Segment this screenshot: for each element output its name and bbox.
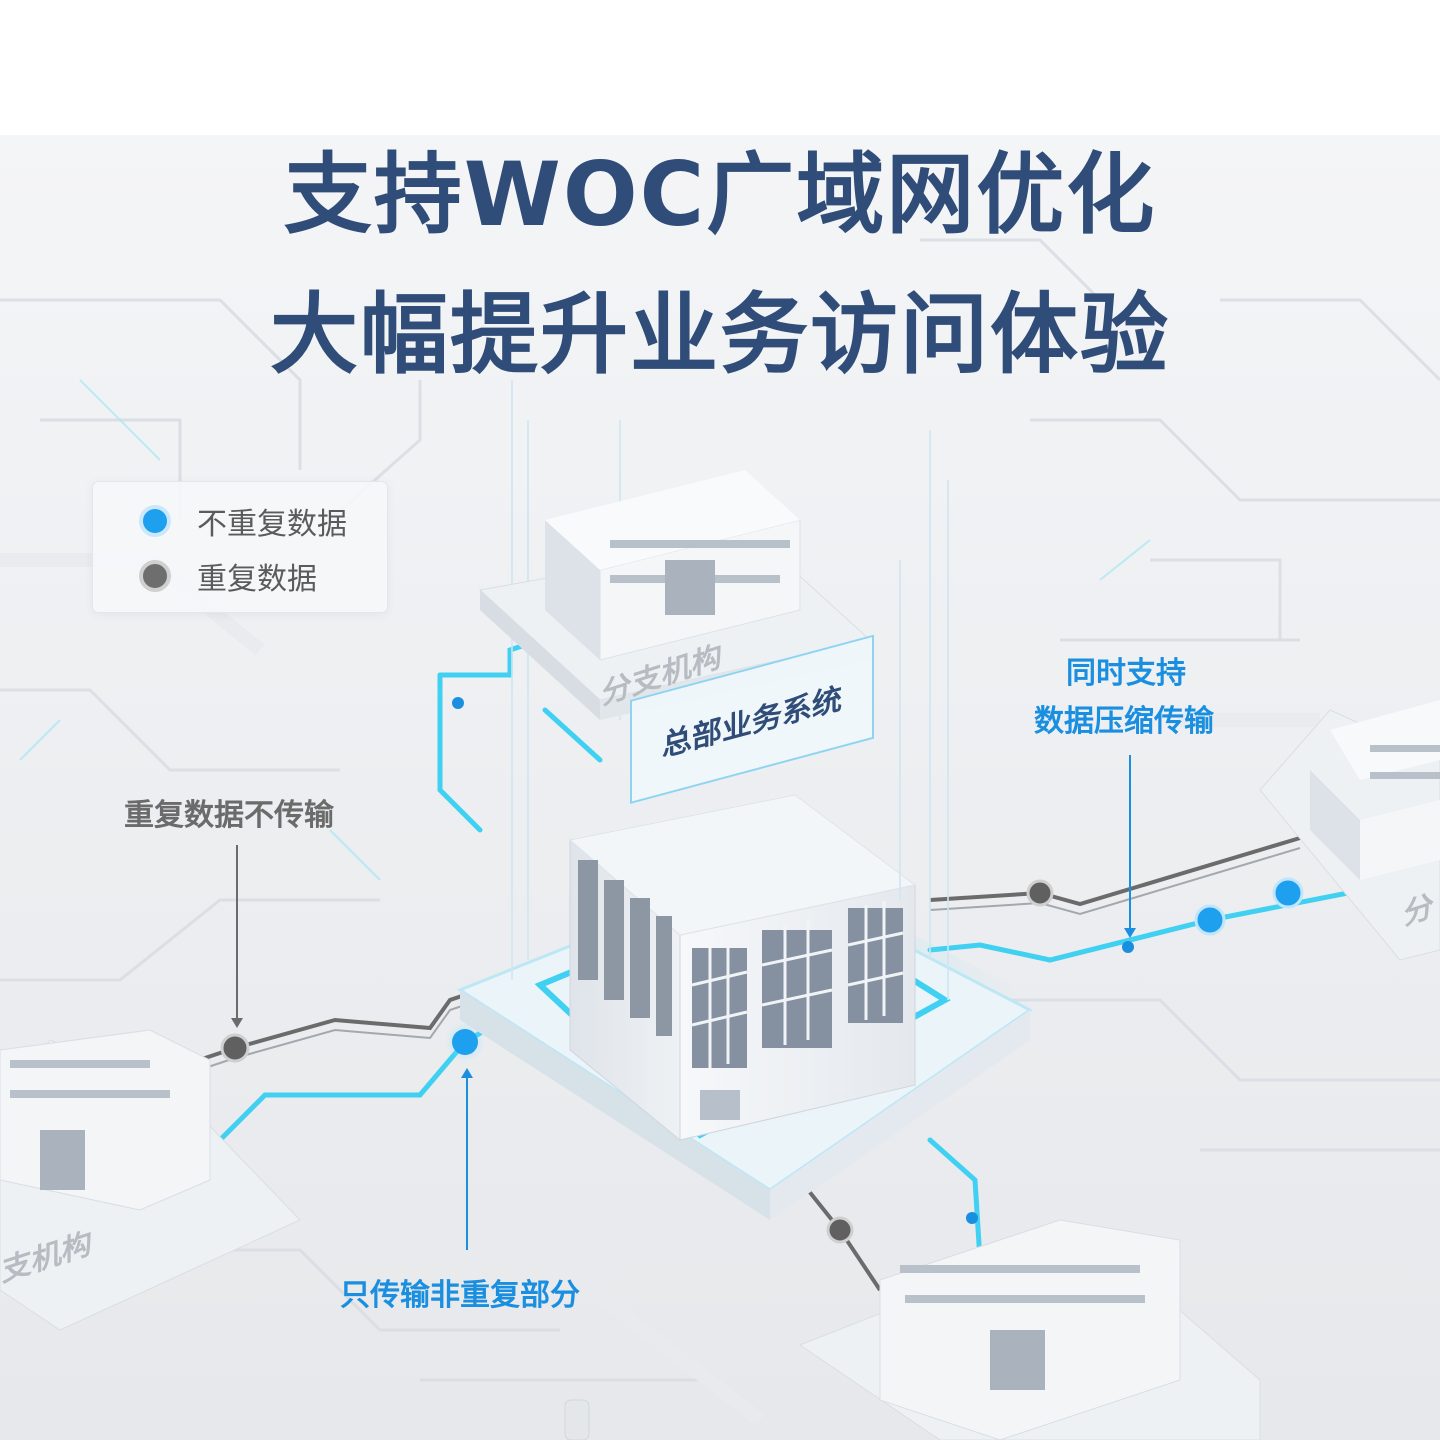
top-band (0, 0, 1440, 135)
data-dots (220, 697, 1304, 1244)
gray-dot (826, 1216, 854, 1244)
hq-window-grid (691, 901, 904, 1068)
blue-dot (452, 1029, 478, 1055)
page-title-line1: 支持WOC广域网优化 (283, 143, 1157, 246)
light-beams (511, 380, 949, 1000)
small-pillar (564, 1399, 590, 1440)
blue-dot (966, 1212, 978, 1224)
branch-building-left (0, 1029, 301, 1331)
hq-windows-right (692, 908, 903, 1068)
blue-dot (1272, 877, 1304, 909)
legend-item-non-duplicate: 不重复数据 (139, 501, 347, 542)
leader-lines (231, 755, 1136, 1250)
gray-dot-icon (139, 560, 171, 592)
hq-entrance (700, 1090, 740, 1120)
branch-building-bottom (798, 1219, 1261, 1440)
legend-label: 不重复数据 (197, 507, 347, 542)
page-title-line2: 大幅提升业务访问体验 (269, 283, 1170, 386)
annotation-compress-line2: 数据压缩传输 (1034, 704, 1214, 739)
annotation-compress-line1: 同时支持 (1066, 656, 1186, 691)
blue-dot (1122, 941, 1134, 953)
gray-dot (220, 1033, 250, 1063)
annotation-non-duplicate-only: 只传输非重复部分 (340, 1278, 580, 1313)
hq-building (568, 794, 917, 1142)
annotation-no-duplicate: 重复数据不传输 (124, 798, 334, 833)
gray-dot (1026, 879, 1054, 907)
blue-dot-icon (139, 505, 171, 537)
legend: 不重复数据 重复数据 (92, 481, 388, 613)
cyan-traces-faint (19, 379, 1151, 881)
blue-dot (1194, 904, 1226, 936)
legend-label: 重复数据 (197, 562, 317, 597)
branch-building-right (1259, 700, 1440, 961)
blue-dot (452, 697, 464, 709)
branch-building-top (478, 470, 872, 720)
hq-windows-left (578, 860, 672, 1036)
legend-item-duplicate: 重复数据 (139, 556, 317, 597)
gray-data-lines-shadow (174, 847, 1301, 1079)
